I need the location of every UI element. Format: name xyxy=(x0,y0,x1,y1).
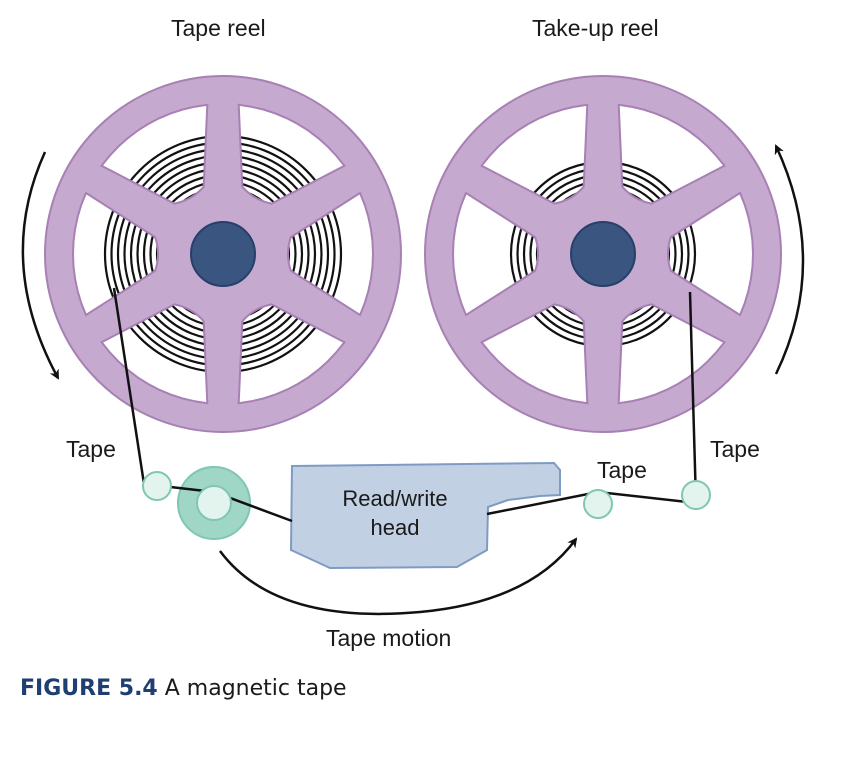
spoke-opening xyxy=(237,103,346,205)
spoke-opening xyxy=(617,303,726,405)
read-write-head xyxy=(289,461,561,570)
spoke-opening xyxy=(451,191,540,317)
spoke-opening xyxy=(71,191,160,317)
tape-motion-label: Tape motion xyxy=(326,625,452,651)
tape-label-middle: Tape xyxy=(597,457,647,483)
tape-reel-hub xyxy=(190,221,256,287)
spoke-opening xyxy=(666,191,755,317)
spoke-opening xyxy=(480,303,589,405)
guide-roller-left xyxy=(142,471,172,501)
figure-title: A magnetic tape xyxy=(164,676,347,701)
read-write-head-label: Read/write head xyxy=(300,484,490,542)
spoke-opening xyxy=(480,103,589,205)
spoke-opening xyxy=(286,191,375,317)
tape-label-left: Tape xyxy=(66,436,116,462)
guide-roller-middle xyxy=(583,489,613,519)
tape-reel-label: Tape reel xyxy=(171,15,266,41)
rotation-arrow-left xyxy=(21,151,60,380)
takeup-reel-spokes xyxy=(451,103,755,405)
rotation-arrow-right xyxy=(774,144,805,375)
spoke-opening xyxy=(100,303,209,405)
spoke-opening xyxy=(100,103,209,205)
tape-path-right xyxy=(486,291,698,516)
head-label-line2: head xyxy=(370,515,420,540)
spoke-opening xyxy=(237,303,346,405)
takeup-reel-hub xyxy=(570,221,636,287)
tape-path-left xyxy=(112,287,293,523)
takeup-reel-label: Take-up reel xyxy=(532,15,659,41)
tape-label-right: Tape xyxy=(710,436,760,462)
head-label-line1: Read/write xyxy=(342,486,448,511)
spoke-opening xyxy=(617,103,726,205)
tape-motion-arrow xyxy=(218,537,578,616)
guide-roller-right xyxy=(681,480,711,510)
capstan-roller xyxy=(196,485,232,521)
figure-number: FIGURE 5.4 xyxy=(20,676,158,701)
tape-reel-spokes xyxy=(71,103,375,405)
